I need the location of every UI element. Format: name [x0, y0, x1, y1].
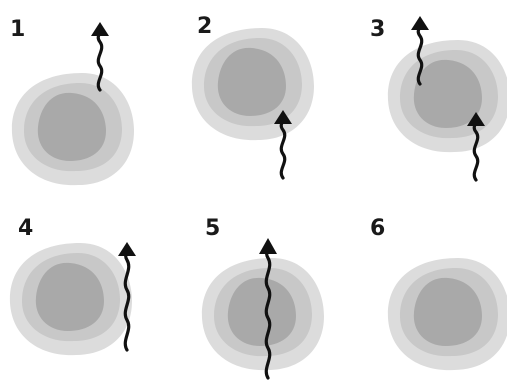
cell-4 — [9, 243, 133, 356]
panel-number-6: 6 — [370, 216, 385, 241]
cell-2 — [191, 28, 314, 141]
panel-number-3: 3 — [370, 17, 385, 42]
cell-5 — [201, 258, 324, 371]
panel-number-4: 4 — [18, 216, 33, 241]
panel-number-5: 5 — [205, 216, 220, 241]
panel-2: 2 — [191, 14, 314, 180]
panel-4: 4 — [9, 216, 136, 356]
ray-3b — [467, 112, 485, 182]
panel-6: 6 — [370, 216, 507, 371]
ray-1 — [91, 22, 109, 92]
ray-2 — [274, 110, 292, 180]
ray-4 — [118, 242, 136, 352]
panel-3: 3 — [370, 16, 507, 182]
panel-1: 1 — [10, 17, 135, 186]
cell-6 — [387, 258, 507, 371]
ray-5 — [259, 238, 277, 380]
ray-3a — [411, 16, 429, 86]
cell-1 — [11, 73, 135, 186]
panel-5: 5 — [201, 216, 324, 380]
panel-number-1: 1 — [10, 17, 25, 42]
panel-number-2: 2 — [197, 14, 212, 39]
cell-3 — [387, 40, 507, 153]
